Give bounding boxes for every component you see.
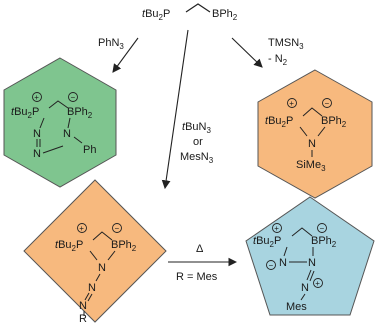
arrow-left: PhN3 [98, 37, 139, 73]
svg-text:BPh2: BPh2 [212, 8, 238, 22]
product-green-hexagon: + − tBu2P BPh2 N N N Ph [3, 57, 117, 188]
svg-text:+: + [289, 99, 294, 108]
svg-text:N: N [279, 257, 287, 269]
arrow-right: TMSN3 - N2 [231, 37, 304, 68]
svg-text:N: N [308, 257, 316, 269]
product-orange-hexagon-right: + − tBu2P BPh2 N SiMe3 [257, 69, 373, 199]
svg-text:N: N [301, 282, 309, 294]
top-reagent: tBu2P BPh2 [142, 3, 238, 22]
svg-text:SiMe3: SiMe3 [296, 159, 326, 173]
arrow-bottom: Δ R = Mes [168, 243, 238, 283]
svg-text:N: N [63, 128, 71, 140]
svg-text:N: N [79, 300, 87, 312]
svg-text:MesN3: MesN3 [180, 151, 214, 165]
heat-symbol: Δ [196, 243, 204, 255]
svg-text:Mes: Mes [286, 301, 307, 313]
svg-text:tBu2P: tBu2P [55, 239, 83, 253]
svg-text:+: + [34, 93, 39, 102]
svg-text:+: + [274, 224, 279, 233]
product-blue-pentagon: + − tBu2P BPh2 − N N N + Mes [245, 196, 375, 316]
svg-text:+: + [315, 279, 320, 288]
svg-text:tBu2P: tBu2P [265, 115, 293, 129]
svg-text:−: − [320, 224, 325, 233]
svg-text:- N2: - N2 [268, 53, 288, 67]
condition-label: R = Mes [176, 271, 218, 283]
svg-text:BPh2: BPh2 [67, 106, 93, 120]
svg-text:−: − [269, 261, 274, 270]
svg-text:or: or [193, 136, 203, 148]
product-orange-diamond-left: + − tBu2P BPh2 N N N R [23, 179, 167, 325]
svg-text:N: N [33, 148, 41, 160]
svg-text:+: + [79, 224, 84, 233]
svg-text:−: − [325, 99, 330, 108]
svg-text:tBu2P: tBu2P [11, 106, 39, 120]
svg-text:Ph: Ph [83, 144, 96, 156]
svg-text:PhN3: PhN3 [98, 37, 124, 51]
svg-text:N: N [33, 128, 41, 140]
svg-text:N: N [88, 282, 96, 294]
svg-text:tBu2P: tBu2P [142, 8, 170, 22]
svg-text:TMSN3: TMSN3 [268, 37, 304, 51]
svg-text:N: N [98, 262, 106, 274]
arrow-middle: tBuN3 or MesN3 [161, 29, 214, 190]
svg-text:N: N [308, 138, 316, 150]
svg-text:tBu2P: tBu2P [253, 235, 281, 249]
svg-text:BPh2: BPh2 [111, 239, 137, 253]
svg-text:BPh2: BPh2 [311, 235, 337, 249]
svg-text:R: R [79, 313, 87, 325]
svg-text:−: − [115, 224, 120, 233]
svg-text:tBuN3: tBuN3 [182, 121, 211, 135]
svg-text:BPh2: BPh2 [321, 115, 347, 129]
svg-text:−: − [71, 93, 76, 102]
